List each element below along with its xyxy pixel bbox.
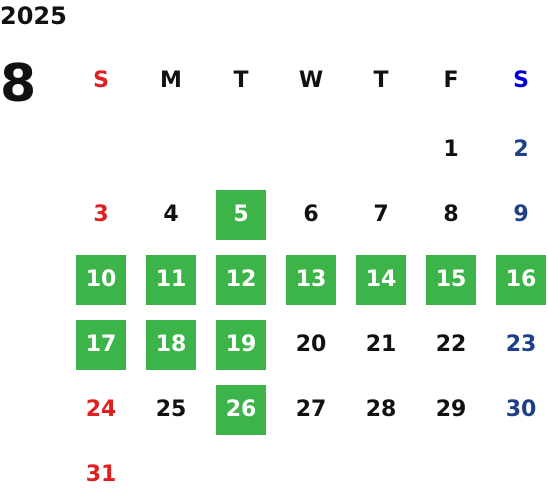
day-cell-3[interactable]: 3 [93, 202, 109, 227]
day-cell-7[interactable]: 7 [373, 202, 389, 227]
day-cell-22[interactable]: 22 [435, 332, 467, 357]
day-cell-17[interactable]: 17 [76, 320, 126, 370]
day-cell-12[interactable]: 12 [216, 255, 266, 305]
weekday-header-tuesday: T [233, 68, 249, 93]
day-cell-24[interactable]: 24 [85, 397, 117, 422]
weekday-header-friday: F [443, 68, 459, 93]
day-cell-25[interactable]: 25 [155, 397, 187, 422]
day-cell-2[interactable]: 2 [513, 137, 529, 162]
day-cell-18[interactable]: 18 [146, 320, 196, 370]
day-cell-6[interactable]: 6 [303, 202, 319, 227]
weekday-header-sunday: S [93, 68, 109, 93]
day-cell-28[interactable]: 28 [365, 397, 397, 422]
day-cell-31[interactable]: 31 [85, 462, 117, 487]
month-label: 8 [0, 54, 37, 114]
weekday-header-thursday: T [373, 68, 389, 93]
weekday-header-wednesday: W [298, 68, 324, 93]
day-cell-14[interactable]: 14 [356, 255, 406, 305]
weekday-header-monday: M [160, 68, 182, 93]
day-cell-8[interactable]: 8 [443, 202, 459, 227]
day-cell-26[interactable]: 26 [216, 385, 266, 435]
day-cell-30[interactable]: 30 [505, 397, 537, 422]
day-cell-9[interactable]: 9 [513, 202, 529, 227]
weekday-header-saturday: S [513, 68, 529, 93]
day-cell-10[interactable]: 10 [76, 255, 126, 305]
day-cell-1[interactable]: 1 [443, 137, 459, 162]
day-cell-27[interactable]: 27 [295, 397, 327, 422]
day-cell-29[interactable]: 29 [435, 397, 467, 422]
day-cell-15[interactable]: 15 [426, 255, 476, 305]
day-cell-4[interactable]: 4 [163, 202, 179, 227]
day-cell-13[interactable]: 13 [286, 255, 336, 305]
day-cell-23[interactable]: 23 [505, 332, 537, 357]
day-cell-19[interactable]: 19 [216, 320, 266, 370]
year-label: 2025 [0, 2, 67, 30]
day-cell-16[interactable]: 16 [496, 255, 546, 305]
day-cell-5[interactable]: 5 [216, 190, 266, 240]
day-cell-20[interactable]: 20 [295, 332, 327, 357]
day-cell-11[interactable]: 11 [146, 255, 196, 305]
day-cell-21[interactable]: 21 [365, 332, 397, 357]
